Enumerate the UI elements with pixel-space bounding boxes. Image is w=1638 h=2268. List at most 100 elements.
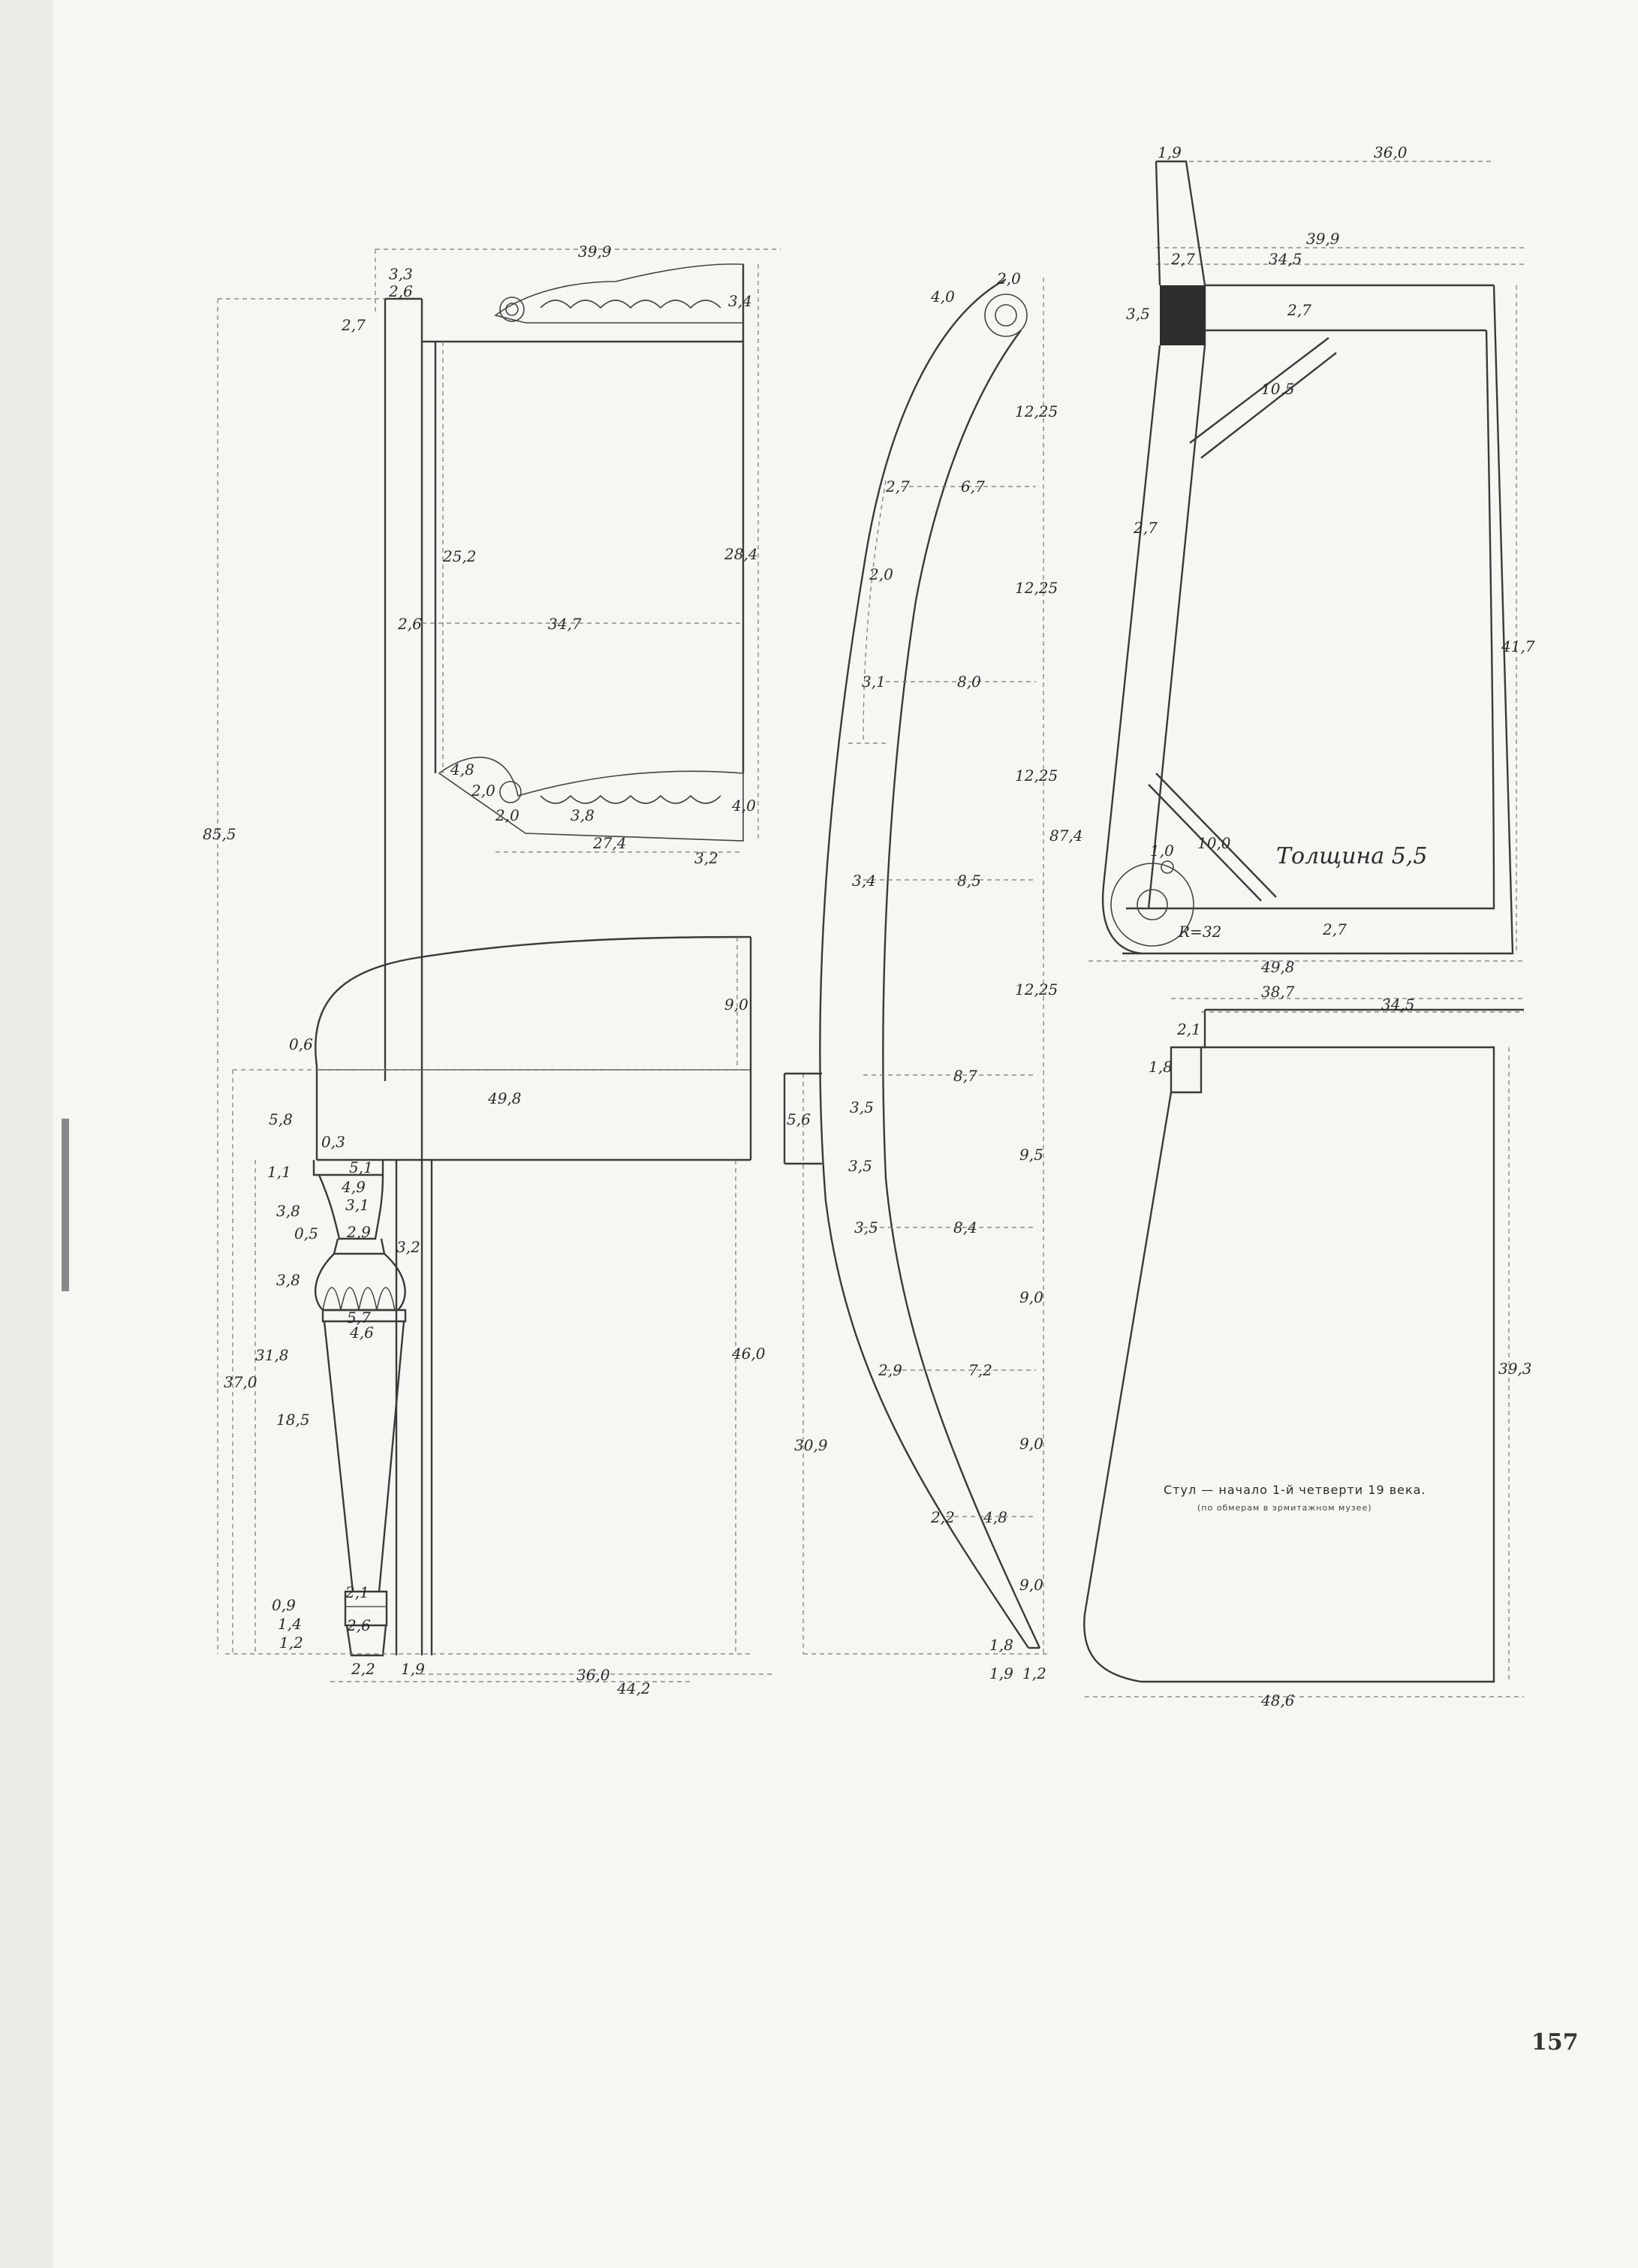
- seat-dim-label: 48,6: [1260, 1691, 1295, 1709]
- side-dim-label: 1,2: [279, 1634, 303, 1652]
- side-dim-label: 3,8: [276, 1202, 300, 1220]
- back-dim-label: 12,25: [1015, 980, 1058, 998]
- plan-dim-label: 41,7: [1501, 637, 1535, 655]
- side-dim-label: 5,7: [347, 1309, 371, 1327]
- side-dim-label: 4,8: [450, 761, 474, 779]
- back-dim-label: 12,25: [1015, 402, 1058, 420]
- side-dim-label: 9,0: [724, 995, 748, 1014]
- plan-dim-label: 2,7: [1322, 920, 1347, 938]
- side-dim-label: 31,8: [255, 1346, 289, 1364]
- back-dim-label: 1,2: [1022, 1664, 1046, 1682]
- side-dim-label: 36,0: [577, 1666, 610, 1684]
- back-dim-label: 6,7: [961, 477, 985, 495]
- seat-dim-label: 1,8: [1149, 1058, 1173, 1076]
- back-dim-label: 8,0: [957, 673, 981, 691]
- back-dim-label: 30,9: [794, 1436, 828, 1454]
- back-dim-label: 4,0: [930, 288, 955, 306]
- gutter-mark: [62, 1119, 69, 1291]
- side-dim-label: 5,8: [269, 1110, 293, 1128]
- side-dim-label: 4,9: [341, 1178, 366, 1196]
- side-dim-label: 4,0: [731, 797, 756, 815]
- side-dim-label: 46,0: [731, 1345, 766, 1363]
- plan-dim-label: 34,5: [1269, 250, 1302, 268]
- back-dim-label: 3,1: [862, 673, 886, 691]
- seat-dim-label: 2,1: [1176, 1020, 1201, 1038]
- side-dim-label: 2,9: [346, 1223, 371, 1241]
- back-dim-label: 12,25: [1015, 579, 1058, 597]
- page-number: 157: [1531, 2029, 1579, 2056]
- side-dim-label: 25,2: [442, 547, 477, 565]
- back-dim-label: 87,4: [1049, 827, 1083, 845]
- side-dim-label: 34,7: [548, 615, 582, 633]
- back-dim-label: 2,0: [996, 270, 1021, 288]
- back-dim-label: 9,0: [1019, 1288, 1043, 1306]
- side-dim-label: 3,8: [276, 1271, 300, 1289]
- back-dim-label: 3,5: [848, 1157, 872, 1175]
- side-dim-label: 1,1: [267, 1163, 291, 1181]
- back-dim-label: 2,0: [869, 565, 893, 583]
- side-dim-label: 3,3: [389, 265, 413, 283]
- back-dim-label: 12,25: [1015, 767, 1058, 785]
- side-dim-label: 1,9: [401, 1660, 425, 1678]
- back-dim-label: 8,5: [957, 872, 981, 890]
- radius-note: R=32: [1178, 923, 1221, 941]
- back-dim-label: 7,2: [968, 1361, 992, 1379]
- seat-dim-label: 38,7: [1261, 983, 1295, 1001]
- side-dim-label: 27,4: [592, 834, 627, 852]
- side-dim-label: 49,8: [487, 1089, 522, 1107]
- plan-dim-label: 36,0: [1374, 143, 1408, 161]
- back-dim-label: 3,4: [852, 872, 876, 890]
- back-dim-label: 8,4: [953, 1218, 977, 1236]
- back-dim-label: 2,2: [930, 1508, 955, 1526]
- side-dim-label: 3,1: [345, 1196, 369, 1214]
- side-dim-label: 2,2: [351, 1660, 375, 1678]
- side-dim-label: 5,1: [349, 1158, 373, 1176]
- back-dim-label: 9,0: [1019, 1576, 1043, 1594]
- back-dim-label: 8,7: [953, 1067, 977, 1085]
- caption-subtitle: (по обмерам в эрмитажном музее): [1197, 1503, 1372, 1513]
- back-profile: 4,0 2,0 12,25 2,7 6,7 2,0 12,25 3,1 8,0 …: [783, 270, 1083, 1682]
- back-dim-label: 3,5: [850, 1098, 874, 1116]
- side-dim-label: 3,8: [571, 806, 595, 824]
- side-dim-label: 0,6: [289, 1035, 313, 1053]
- plan-dim-label: 1,0: [1150, 842, 1174, 860]
- post-section: [1160, 285, 1205, 345]
- back-dim-label: 1,8: [989, 1636, 1013, 1654]
- side-dim-label: 0,3: [321, 1133, 345, 1151]
- seat-plan: 38,7 34,5 2,1 1,8 39,3 48,6 Стул — начал…: [1083, 983, 1532, 1709]
- caption-title: Стул — начало 1-й четверти 19 века.: [1164, 1483, 1426, 1497]
- side-dim-label: 2,1: [345, 1583, 369, 1601]
- side-dim-label: 39,9: [578, 242, 612, 261]
- plan-dim-label: 10,0: [1197, 834, 1231, 852]
- plan-dim-label: 1,9: [1158, 143, 1182, 161]
- side-dim-label: 2,7: [341, 316, 366, 334]
- plan-dim-label: 2,7: [1133, 519, 1158, 537]
- back-dim-label: 9,5: [1019, 1146, 1043, 1164]
- seat-dim-label: 34,5: [1381, 995, 1415, 1014]
- seat-dim-label: 39,3: [1498, 1360, 1532, 1378]
- side-dim-label: 18,5: [276, 1411, 310, 1429]
- thickness-note: Толщина 5,5: [1276, 843, 1427, 869]
- side-dim-label: 44,2: [616, 1679, 651, 1697]
- plan-dim-label: 2,7: [1287, 301, 1311, 319]
- side-dim-label: 2,6: [346, 1616, 371, 1634]
- back-dim-label: 4,8: [983, 1508, 1007, 1526]
- back-dim-label: 1,9: [989, 1664, 1013, 1682]
- plan-dim-label: 2,7: [1170, 250, 1195, 268]
- side-dim-label: 2,6: [397, 615, 422, 633]
- side-dim-label: 3,2: [694, 849, 718, 867]
- plan-dim-label: 10,5: [1261, 380, 1295, 398]
- plan-dim-label: 39,9: [1306, 230, 1340, 248]
- plan-view: 1,9 36,0 39,9 2,7 34,5 3,5 2,7 10,5 2,7 …: [1088, 143, 1535, 976]
- side-dim-label: 2,6: [388, 282, 413, 300]
- back-dim-label: 5,6: [787, 1110, 811, 1128]
- plan-dim-label: 3,5: [1126, 305, 1150, 323]
- side-view: 39,9 3,3 2,6 2,7 3,4 25,2 28,4 2,6 34,7 …: [203, 242, 781, 1697]
- side-dim-label: 0,9: [272, 1596, 296, 1614]
- side-dim-label: 28,4: [724, 545, 758, 563]
- plan-dim-label: 49,8: [1260, 958, 1295, 976]
- side-dim-label: 0,5: [294, 1224, 318, 1242]
- side-dim-label: 1,4: [278, 1615, 302, 1633]
